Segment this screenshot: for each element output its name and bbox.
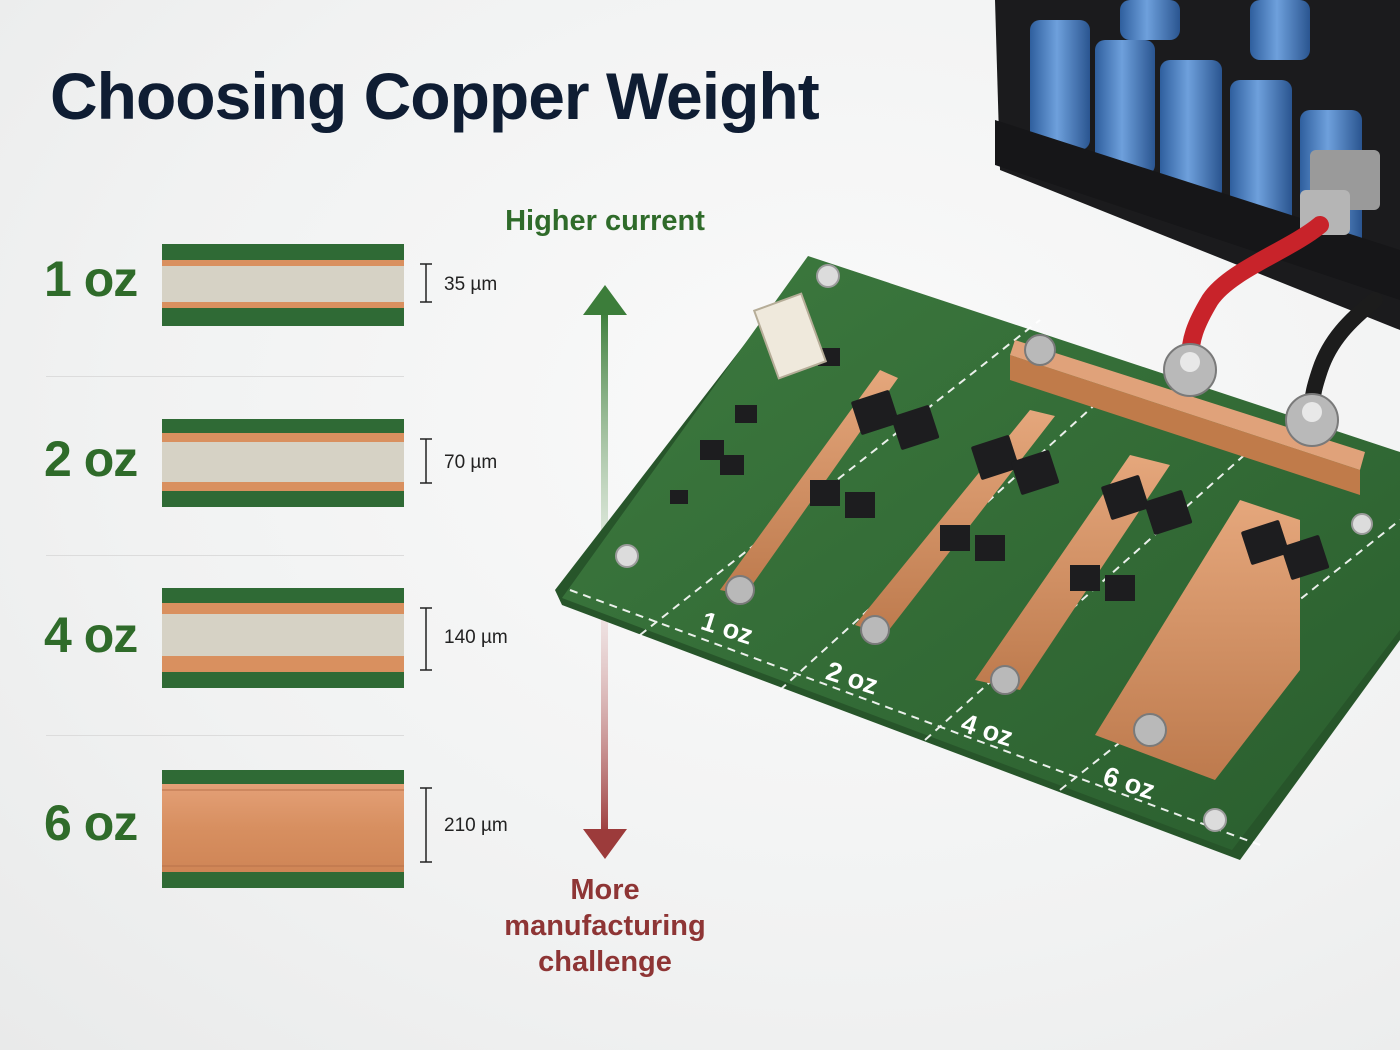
cross-section-1oz — [162, 244, 404, 326]
higher-current-label: Higher current — [505, 205, 705, 237]
divider — [46, 735, 404, 736]
thickness-2oz: 70 µm — [444, 452, 498, 473]
divider — [46, 376, 404, 377]
divider — [46, 555, 404, 556]
weight-label-2oz: 2 oz — [44, 431, 138, 487]
weight-label-6oz: 6 oz — [44, 795, 138, 851]
dimension-marker-2oz — [420, 438, 432, 484]
cross-section-4oz — [162, 588, 404, 688]
cross-section-6oz — [162, 770, 404, 888]
thickness-4oz: 140 µm — [444, 627, 508, 648]
weight-label-1oz: 1 oz — [44, 251, 138, 307]
battery-pack — [995, 0, 1400, 330]
dimension-marker-4oz — [420, 607, 432, 671]
manufacturing-challenge-label: More manufacturing challenge — [504, 874, 706, 978]
page-title: Choosing Copper Weight — [50, 59, 820, 133]
thickness-1oz: 35 µm — [444, 274, 498, 295]
thickness-6oz: 210 µm — [444, 815, 508, 836]
dimension-marker-6oz — [420, 787, 432, 863]
cross-section-2oz — [162, 419, 404, 507]
dimension-marker-1oz — [420, 263, 432, 303]
weight-label-4oz: 4 oz — [44, 607, 138, 663]
